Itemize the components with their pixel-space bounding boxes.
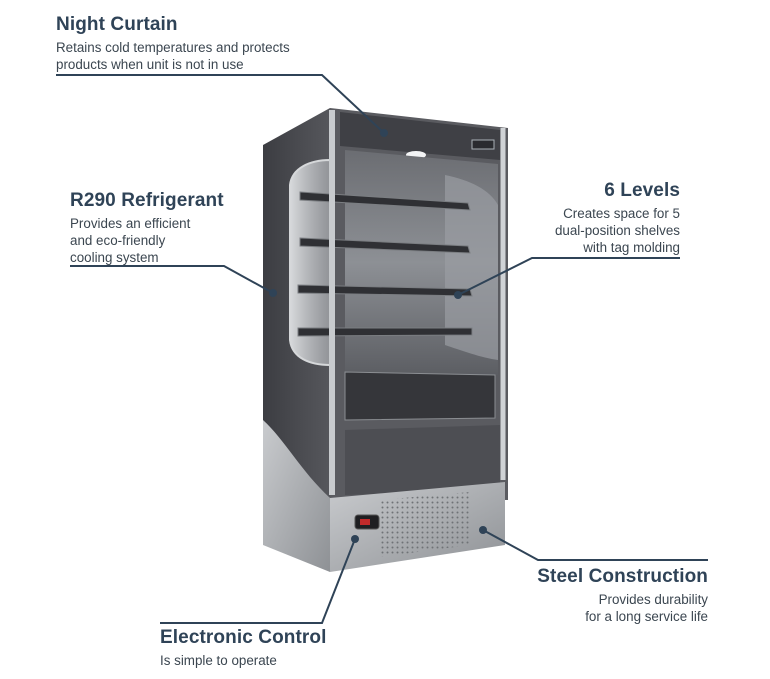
callout-levels: 6 Levels Creates space for 5 dual-positi… [555, 180, 680, 256]
night-curtain-title: Night Curtain [56, 14, 178, 35]
leader-levels [459, 257, 680, 295]
cabinet-side-steel [263, 420, 330, 572]
shelves [297, 191, 473, 337]
leader-lines [56, 74, 708, 624]
leader-dots [269, 129, 487, 543]
canopy [340, 112, 500, 160]
shelf-4 [297, 327, 473, 337]
refrigerant-title: R290 Refrigerant [70, 190, 224, 211]
levels-desc-2: dual-position shelves [554, 223, 680, 238]
night-curtain-desc-1: Retains cold temperatures and protects [56, 40, 290, 55]
steel-desc-2: for a long service life [585, 609, 708, 624]
leader-night-curtain [56, 74, 385, 134]
levels-title: 6 Levels [604, 180, 680, 201]
night-curtain-desc-2: products when unit is not in use [56, 57, 244, 72]
control-title: Electronic Control [160, 627, 327, 648]
bottom-well [344, 371, 496, 421]
steel-title: Steel Construction [537, 566, 708, 587]
refrigerant-desc-1: Provides an efficient [70, 216, 191, 231]
dot-levels [454, 291, 462, 299]
callout-steel: Steel Construction Provides durability f… [537, 566, 708, 625]
vent-grille [380, 492, 470, 557]
dot-refrigerant [269, 289, 277, 297]
canopy-display [471, 139, 495, 150]
dot-control [351, 535, 359, 543]
levels-desc-1: Creates space for 5 [563, 206, 680, 221]
dot-steel [479, 526, 487, 534]
front-kickplate [345, 425, 500, 495]
shelf-3 [297, 284, 473, 297]
refrigerant-desc-3: cooling system [70, 250, 159, 265]
callout-refrigerant: R290 Refrigerant Provides an efficient a… [70, 190, 224, 266]
leader-refrigerant [70, 265, 274, 294]
shelf-2 [299, 237, 471, 254]
callout-night-curtain: Night Curtain Retains cold temperatures … [56, 14, 290, 73]
levels-desc-3: with tag molding [583, 240, 680, 255]
shelf-1 [299, 191, 471, 211]
leader-steel [482, 529, 708, 561]
control-led [360, 519, 370, 525]
dot-night-curtain [380, 129, 388, 137]
refrigerant-desc-2: and eco-friendly [70, 233, 166, 248]
interior-curve [445, 175, 498, 360]
steel-desc-1: Provides durability [598, 592, 708, 607]
leader-control [160, 538, 356, 624]
control-desc-1: Is simple to operate [160, 653, 277, 668]
callout-control: Electronic Control Is simple to operate [160, 627, 326, 669]
